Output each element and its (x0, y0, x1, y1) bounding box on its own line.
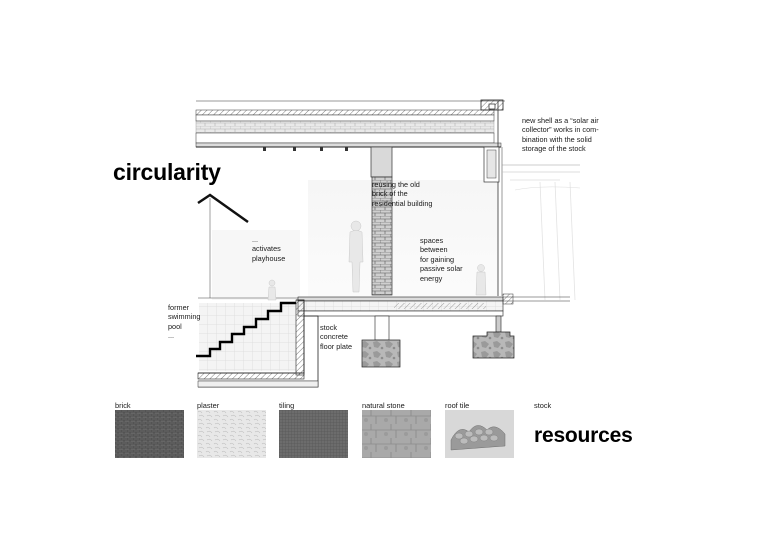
material-label-brick: brick (115, 401, 131, 410)
material-swatch-brick (115, 410, 184, 458)
floor-plate-annotation: stock concrete floor plate (320, 323, 353, 351)
material-swatch-plaster (197, 410, 266, 458)
playhouse-annotation: ... activates playhouse (252, 235, 286, 263)
playhouse (197, 193, 300, 299)
material-label-plaster: plaster (197, 401, 220, 410)
swimming-pool-annotation: former swimming pool ... (168, 303, 201, 341)
foundations (361, 315, 515, 368)
brick-wall (370, 146, 393, 296)
swimming-pool (196, 299, 319, 388)
material-swatch-natural-stone (362, 410, 431, 458)
material-swatch-tiling (279, 410, 348, 458)
passive-solar-annotation: spaces between for gaining passive solar… (420, 236, 463, 283)
roof-slab (195, 99, 505, 151)
circularity-heading: circularity (113, 159, 221, 185)
material-swatch-roof-tile (445, 410, 514, 458)
material-label-stock: stock (534, 401, 552, 410)
material-label-tiling: tiling (279, 401, 295, 410)
human-figures (267, 220, 487, 301)
solar-shell-annotation: new shell as a “solar air collector” wor… (522, 116, 599, 154)
floor-slab (297, 293, 570, 317)
material-label-natural-stone: natural stone (362, 401, 405, 410)
old-brick-annotation: reusing the old brick of the residential… (372, 180, 433, 208)
material-label-roof-tile: roof tile (445, 401, 470, 410)
solar-shell (483, 101, 581, 301)
resources-heading: resources (534, 424, 633, 447)
